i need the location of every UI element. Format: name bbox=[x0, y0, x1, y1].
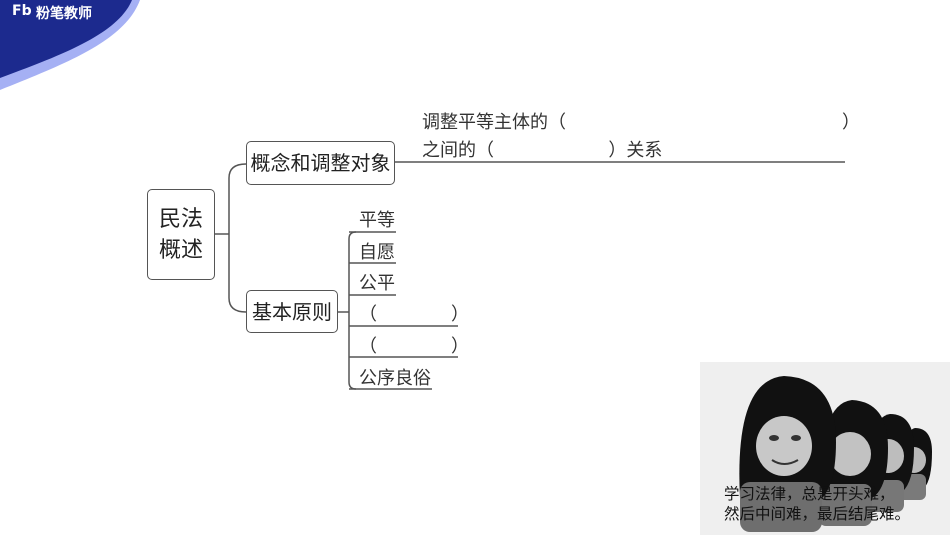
leaves-spine bbox=[349, 232, 356, 389]
leaf-blank-2-close: ） bbox=[451, 332, 469, 358]
definition-line-1: 调整平等主体的（ ） bbox=[422, 108, 566, 134]
branch2-connector bbox=[229, 234, 246, 312]
leaf-blank-1-open: （ bbox=[359, 304, 377, 325]
leaf-public-order: 公序良俗 bbox=[359, 364, 431, 390]
meme-caption-line-1: 学习法律，总是开头难， bbox=[724, 484, 910, 504]
branch-principles-label: 基本原则 bbox=[252, 302, 332, 322]
branch-principles-node: 基本原则 bbox=[246, 290, 338, 333]
branch1-connector bbox=[229, 164, 246, 234]
leaf-blank-2-open: （ bbox=[359, 336, 377, 357]
leaf-voluntariness: 自愿 bbox=[359, 238, 395, 264]
meme-caption: 学习法律，总是开头难， 然后中间难，最后结尾难。 bbox=[724, 484, 910, 524]
branch-concept-label: 概念和调整对象 bbox=[251, 153, 391, 173]
meme-caption-line-2: 然后中间难，最后结尾难。 bbox=[724, 504, 910, 524]
root-node: 民法 概述 bbox=[147, 189, 215, 280]
leaf-blank-1: （ ） bbox=[359, 300, 377, 326]
root-label-line2: 概述 bbox=[159, 235, 203, 266]
branch-concept-node: 概念和调整对象 bbox=[246, 141, 395, 185]
leaf-equality: 平等 bbox=[359, 206, 395, 232]
definition-line-1-close: ） bbox=[842, 108, 860, 134]
leaf-blank-2: （ ） bbox=[359, 332, 377, 358]
root-label-line1: 民法 bbox=[159, 204, 203, 235]
definition-line-2: 之间的（ ）关系 bbox=[422, 136, 662, 162]
meme-panel: 学习法律，总是开头难， 然后中间难，最后结尾难。 bbox=[700, 362, 950, 535]
leaf-blank-1-close: ） bbox=[451, 300, 469, 326]
definition-line-1-text: 调整平等主体的（ bbox=[422, 112, 566, 133]
leaf-fairness: 公平 bbox=[359, 269, 395, 295]
